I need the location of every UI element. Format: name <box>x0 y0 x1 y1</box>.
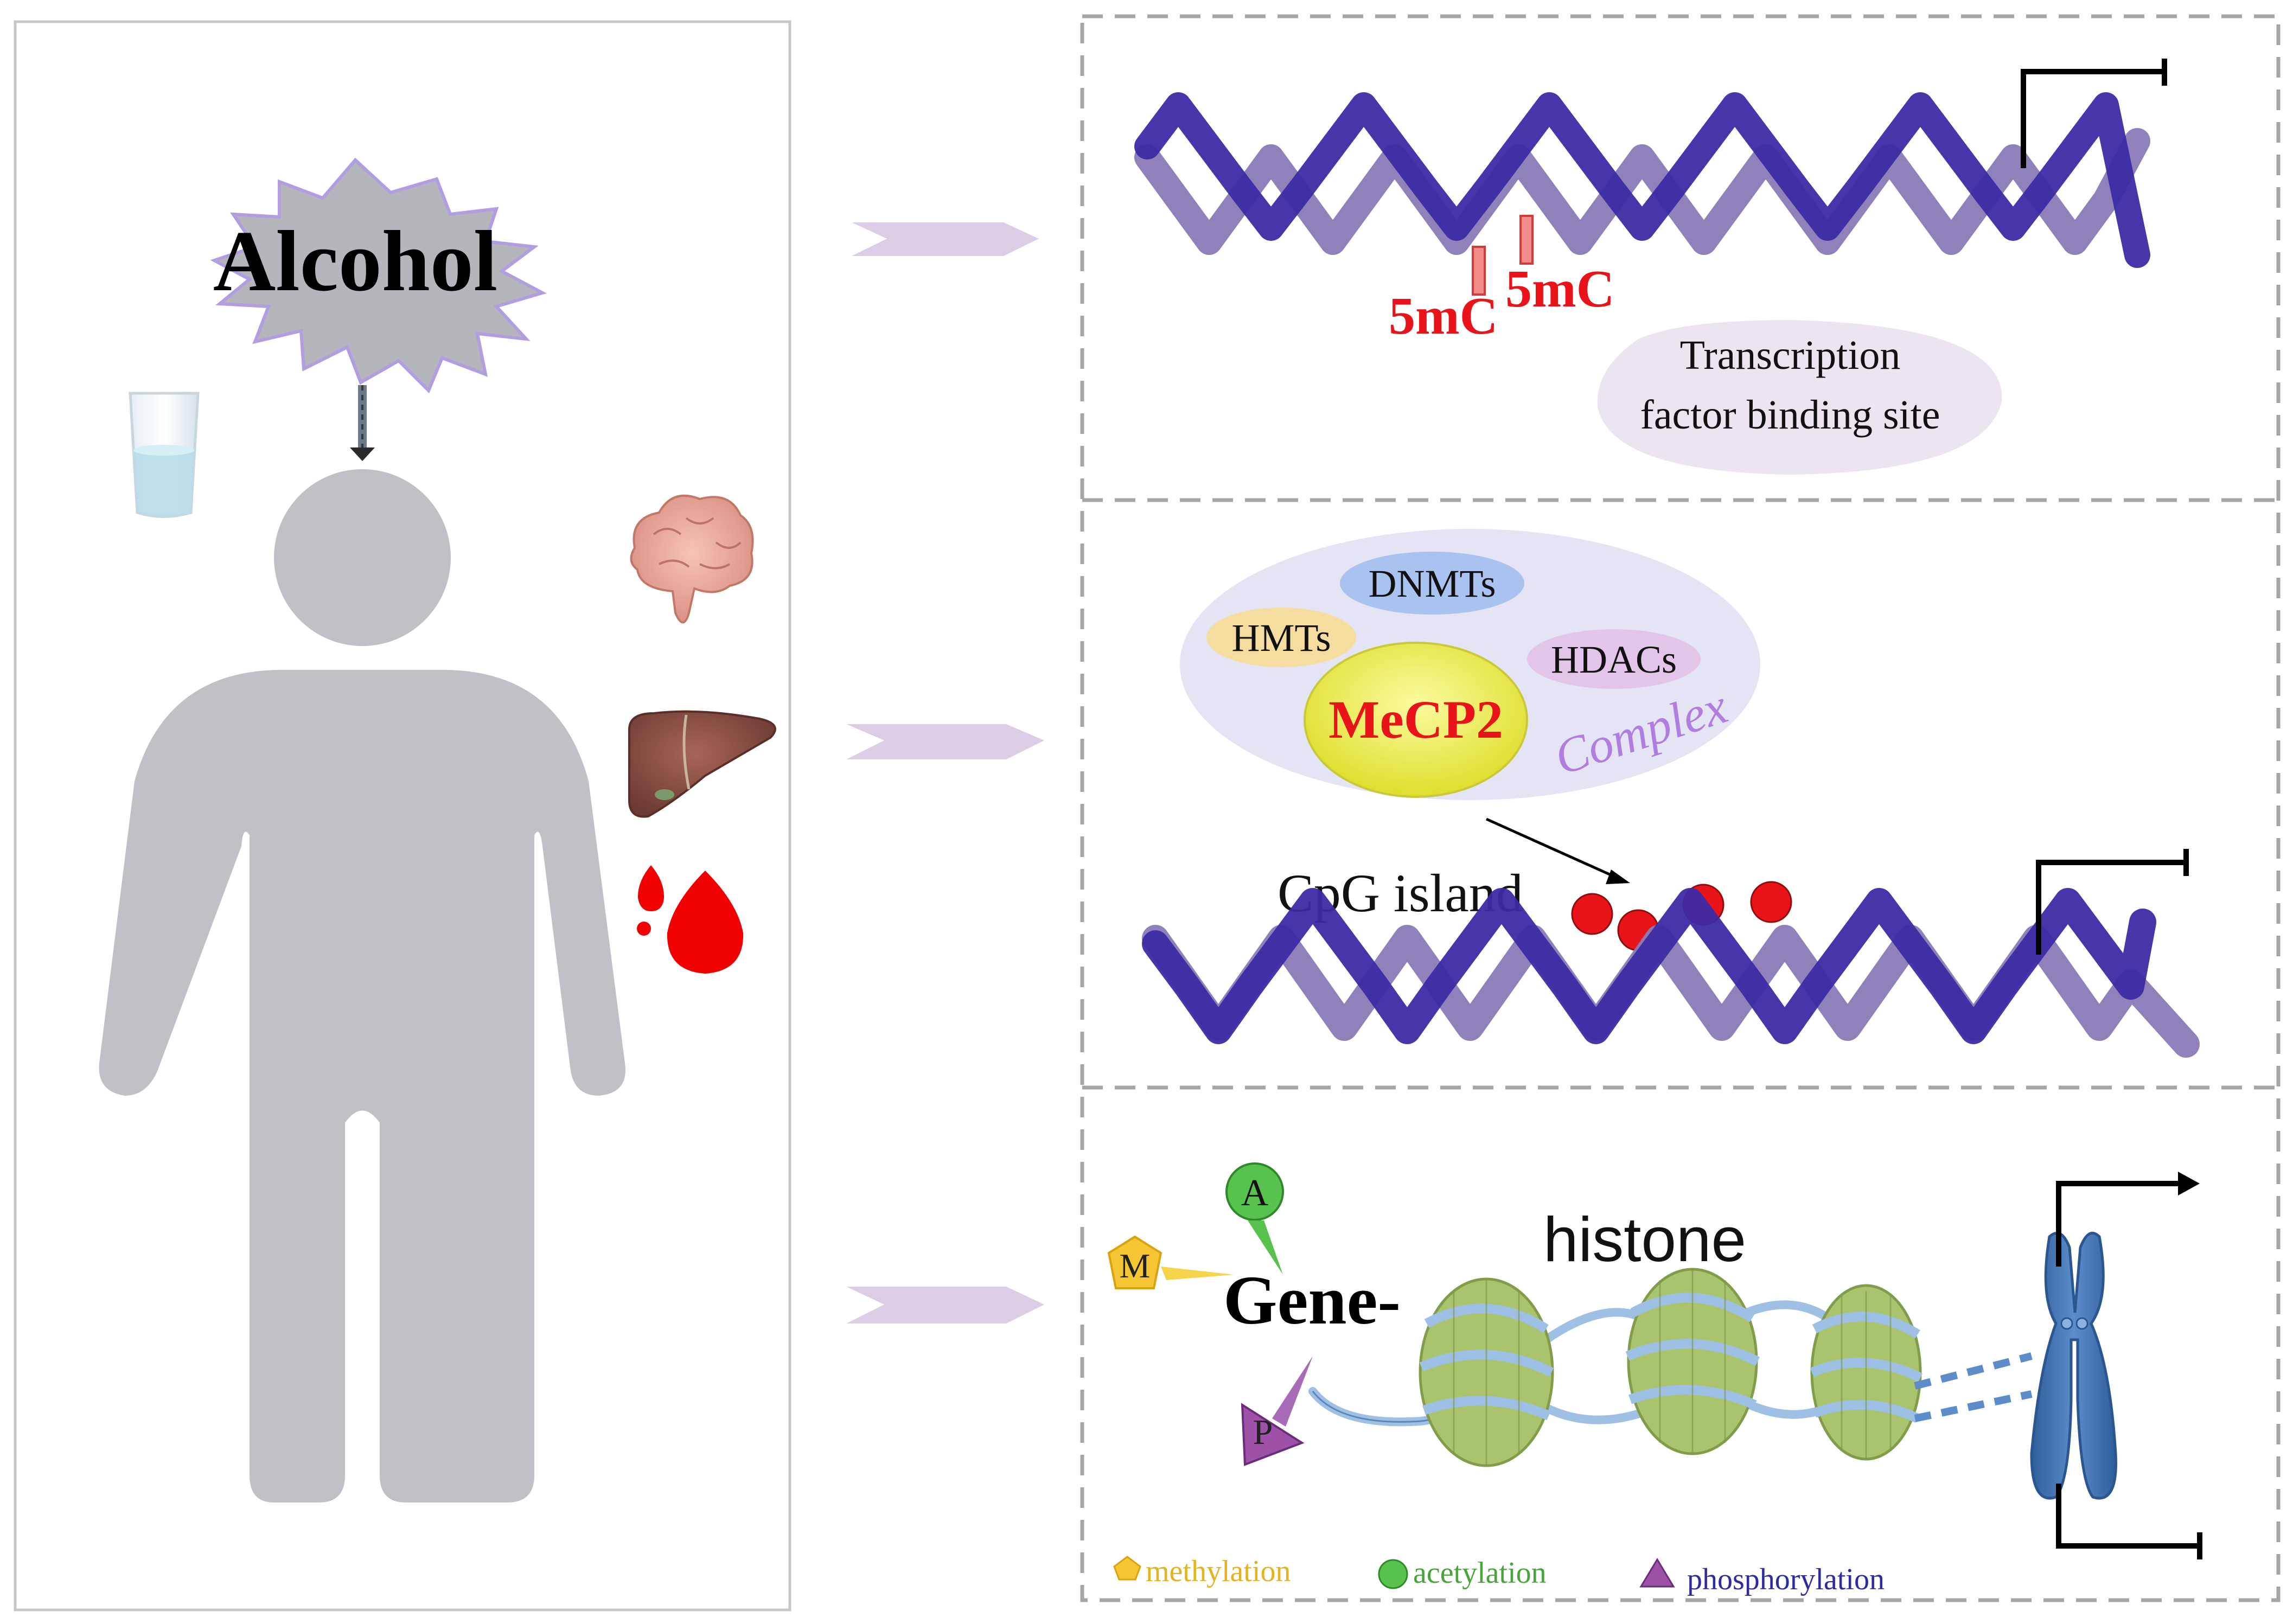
chromosome-icon <box>2030 1231 2117 1500</box>
dnmts-label: DNMTs <box>1369 562 1496 605</box>
histone-label: histone <box>1543 1204 1746 1275</box>
block-arrow-icon <box>846 724 1044 759</box>
left-panel: Alcohol <box>14 20 791 1612</box>
mecp2-bubble <box>1304 642 1528 798</box>
alcohol-burst-icon <box>210 157 547 394</box>
pointer-arrow <box>1485 817 1630 884</box>
nucleosome <box>1419 1277 1554 1467</box>
legend: methylation acetylation phosphorylation <box>1113 1555 1885 1596</box>
dna-helix-middle <box>1142 888 2200 1058</box>
dna-helix-top <box>1134 92 2150 268</box>
hmts-label: HMTs <box>1232 616 1331 660</box>
marker-p-label: P <box>1253 1412 1273 1452</box>
legend-acetylation: acetylation <box>1413 1556 1547 1590</box>
right-panel-frames <box>1080 14 2281 1602</box>
promoter-arrow-icon <box>2056 1181 2186 1267</box>
hdacs-bubble <box>1527 629 1701 689</box>
5mc-label: 5mC <box>1505 260 1614 318</box>
alcohol-label: Alcohol <box>213 213 497 309</box>
liver-icon <box>628 710 776 818</box>
person-silhouette <box>99 469 625 1502</box>
nucleosome <box>1810 1284 1923 1461</box>
promoter-arrow-icon <box>2021 59 2167 168</box>
marker-m-label: M <box>1120 1246 1151 1285</box>
methylation-marker-m <box>1107 1235 1234 1289</box>
block-arrow-icon <box>852 222 1039 256</box>
gene-label: Gene- <box>1223 1262 1401 1339</box>
callout-bubble <box>1592 304 2002 475</box>
block-arrow-icon <box>846 1287 1044 1324</box>
marker-a-label: A <box>1241 1172 1269 1214</box>
promoter-arrow-icon <box>2036 849 2189 955</box>
methyl-mark <box>1472 246 1486 296</box>
arrowhead <box>2178 1172 2200 1195</box>
methyl-mark <box>1519 215 1534 265</box>
water-glass-icon <box>129 392 200 518</box>
5mc-label: 5mC <box>1389 287 1498 346</box>
chromosome-link <box>1914 1352 2033 1422</box>
acetylation-marker-a <box>1225 1162 1284 1275</box>
phosphorylation-marker-p <box>1241 1356 1313 1466</box>
promoter-arrow-icon <box>2056 1484 2202 1559</box>
brain-icon <box>630 494 754 624</box>
callout-line-1: Transcription <box>1680 333 1901 378</box>
callout-line-2: factor binding site <box>1640 392 1940 438</box>
nucleosome <box>1625 1268 1760 1455</box>
dnmts-bubble <box>1340 552 1524 615</box>
intake-down-arrow <box>350 385 375 461</box>
legend-triangle-icon <box>1639 1558 1675 1588</box>
blood-drop-icon <box>637 865 744 974</box>
mecp2-label: MeCP2 <box>1328 689 1503 750</box>
legend-circle-icon <box>1378 1559 1408 1589</box>
hmts-bubble <box>1206 608 1356 667</box>
hdacs-label: HDACs <box>1551 638 1677 681</box>
legend-methylation: methylation <box>1146 1555 1291 1588</box>
legend-phosphorylation: phosphorylation <box>1687 1563 1885 1596</box>
legend-pentagon-icon <box>1113 1556 1141 1581</box>
